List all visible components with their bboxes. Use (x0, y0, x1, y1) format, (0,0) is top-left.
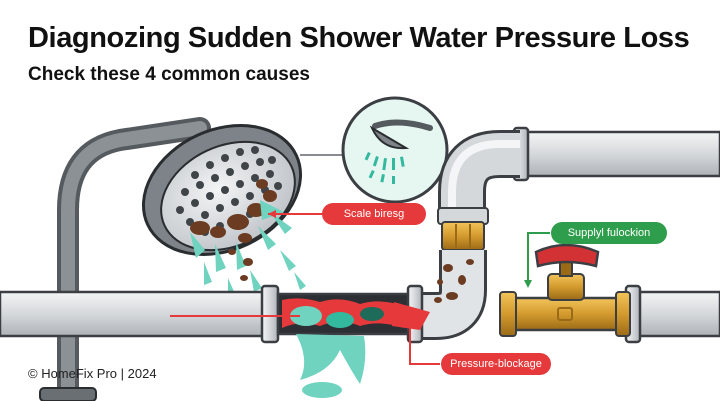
shutoff-valve-icon (499, 243, 720, 344)
brass-coupling (437, 207, 489, 251)
callout-supply-valve: Supplyl fulockion (551, 222, 667, 244)
footer-credit: © HomeFix Pro | 2024 (28, 366, 157, 381)
lower-elbow-pipe (420, 250, 487, 340)
pipe-elbow-icon (438, 130, 520, 214)
diagram-title: Diagnozing Sudden Shower Water Pressure … (28, 22, 690, 54)
pressure-blockage (282, 298, 430, 398)
callout-pressure-blockage: Pressure-blockage (441, 353, 551, 375)
magnifier-shower-icon (300, 96, 449, 204)
callout-scale-buildup: Scale biresg (322, 203, 426, 225)
top-supply-pipe (512, 126, 720, 182)
callout-leaders (170, 210, 550, 365)
shower-arm (39, 117, 211, 401)
diagram-subtitle: Check these 4 common causes (28, 64, 310, 85)
shower-head-icon (141, 124, 303, 256)
falling-scale-particles (228, 249, 253, 281)
